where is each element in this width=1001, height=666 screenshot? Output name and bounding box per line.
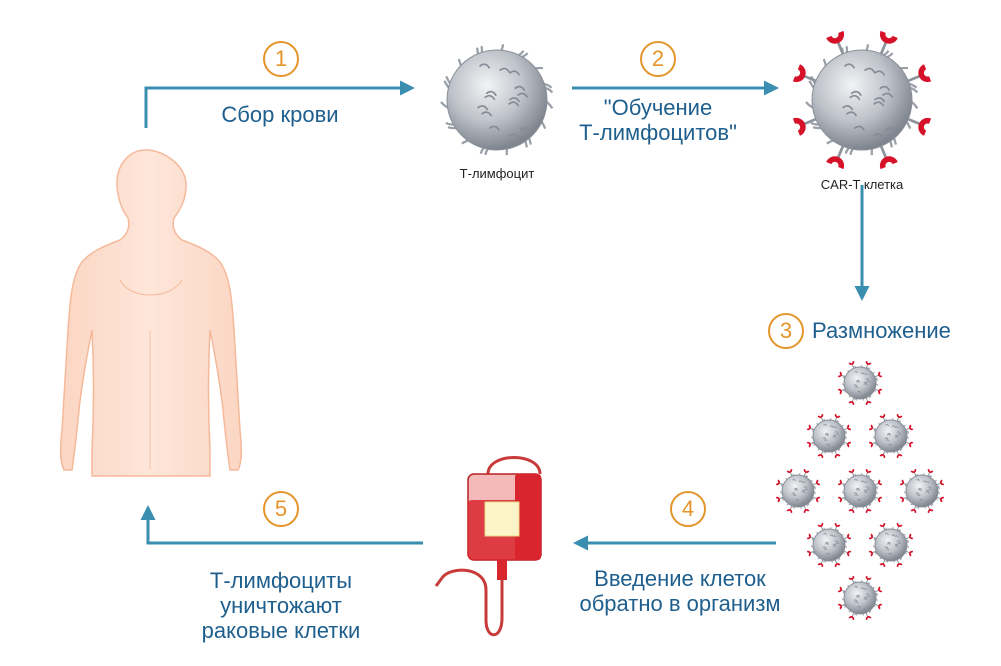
step-4-badge: 4 [670,491,706,527]
t-lymphocyte-icon [440,44,554,156]
flow-arrows [140,80,870,551]
expanded-cell-icon [837,360,883,406]
arrow-step-5 [140,505,423,545]
step-3-badge: 3 [768,313,804,349]
expanded-cell-icon [868,413,914,459]
infusion-bag-icon [434,456,542,637]
expanded-cell-icon [837,575,883,621]
expanded-cell-icon [837,468,883,514]
step-4-label-line1: Введение клеток [594,566,766,591]
car-t-caption: CAR-T клетка [820,177,904,192]
car-t-cell-icon [792,30,932,170]
step-5-badge: 5 [263,491,299,527]
human-silhouette-icon [59,149,243,477]
expanded-cell-icon [899,468,945,514]
expanded-cell-cluster-icon [775,360,945,621]
step-2-label-line1: "Обучение [603,95,713,120]
arrow-step-1 [144,80,415,128]
step-5-label-line3: раковые клетки [201,618,361,643]
step-5-label-line2: уничтожают [220,593,342,618]
expanded-cell-icon [806,413,852,459]
expanded-cell-icon [775,468,821,514]
expanded-cell-icon [868,522,914,568]
step-1-badge: 1 [263,41,299,77]
step-1-label: Сбор крови [221,102,339,127]
step-5-label-line1: Т-лимфоциты [209,568,353,593]
expanded-cell-icon [806,522,852,568]
step-2-label-line2: Т-лимфоцитов" [579,120,737,145]
t-cell-caption: Т-лимфоцит [459,166,535,181]
step-2-badge: 2 [640,41,676,77]
step-3-label: Размножение [812,318,951,343]
step-4-label-line2: обратно в организм [579,591,781,616]
